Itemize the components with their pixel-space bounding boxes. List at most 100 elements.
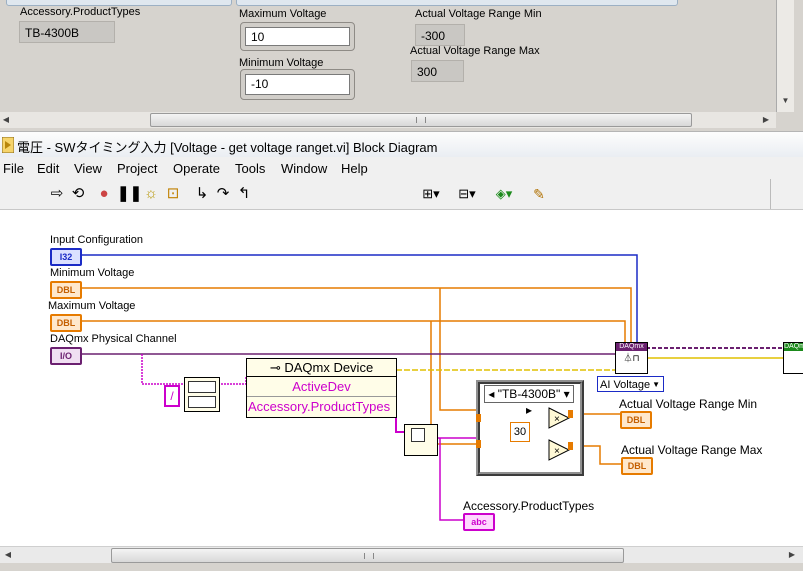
cleanup-diagram-icon[interactable]: ✎ bbox=[533, 186, 545, 202]
menu-window[interactable]: Window bbox=[281, 161, 328, 176]
menu-file[interactable]: File bbox=[3, 161, 24, 176]
wires-layer bbox=[82, 254, 783, 521]
property-accessory-product-types[interactable]: Accessory.ProductTypes bbox=[248, 399, 391, 414]
scroll-right-arrow-icon[interactable]: ▶ bbox=[762, 115, 770, 124]
range-min-terminal[interactable]: DBL bbox=[620, 411, 652, 429]
property-active-dev[interactable]: ActiveDev bbox=[247, 377, 396, 397]
min-voltage-terminal[interactable]: DBL bbox=[50, 281, 82, 299]
daqmx-vi-label: DAQmx bbox=[616, 343, 647, 351]
panel-decoration bbox=[6, 0, 232, 6]
front-panel-horizontal-scrollbar[interactable]: ◀ ▶ bbox=[0, 112, 776, 128]
scroll-left-arrow-icon[interactable]: ◀ bbox=[2, 115, 10, 124]
max-voltage-control[interactable]: 10 bbox=[240, 22, 355, 51]
input-config-terminal[interactable]: I32 bbox=[50, 248, 82, 266]
reorder-icon[interactable]: ◈▾ bbox=[495, 186, 513, 201]
range-min-label: Actual Voltage Range Min bbox=[415, 8, 542, 20]
labview-app-icon bbox=[2, 137, 14, 153]
menu-tools[interactable]: Tools bbox=[235, 161, 266, 176]
property-node-header: ⊸ DAQmx Device bbox=[247, 359, 396, 377]
step-into-icon[interactable]: ↳ bbox=[195, 185, 209, 202]
case-prev-icon[interactable]: ◂ bbox=[488, 387, 495, 401]
case-dropdown-icon[interactable]: ▾ bbox=[563, 387, 570, 401]
menu-edit[interactable]: Edit bbox=[37, 161, 60, 176]
accessory-indicator: TB-4300B bbox=[19, 21, 115, 43]
case-selector[interactable]: ◂ "TB-4300B" ▾ ▸ bbox=[484, 385, 574, 417]
multiply-symbol: × bbox=[554, 414, 560, 425]
case-structure[interactable]: ◂ "TB-4300B" ▾ ▸ 30 × × bbox=[476, 380, 584, 476]
range-max-indicator: 300 bbox=[411, 60, 464, 82]
property-node-title: DAQmx Device bbox=[284, 360, 374, 375]
retain-wire-values-icon[interactable]: ⊡ bbox=[166, 185, 180, 202]
menu-bar: File Edit View Project Operate Tools Win… bbox=[0, 157, 803, 179]
wire-input-config bbox=[82, 254, 638, 345]
max-voltage-label: Maximum Voltage bbox=[239, 8, 327, 20]
diagram-scroll-thumb[interactable] bbox=[111, 548, 624, 563]
diagram-horizontal-scrollbar[interactable]: ◀ ▶ bbox=[0, 546, 803, 564]
max-voltage-diagram-label: Maximum Voltage bbox=[48, 300, 136, 312]
min-voltage-control[interactable]: -10 bbox=[240, 69, 355, 100]
window-bottom-edge bbox=[0, 563, 803, 571]
constant-30[interactable]: 30 bbox=[510, 422, 530, 442]
range-max-terminal[interactable]: DBL bbox=[621, 457, 653, 475]
grip-icon bbox=[364, 553, 374, 559]
case-selector-value: "TB-4300B" bbox=[497, 387, 561, 401]
menu-operate[interactable]: Operate bbox=[173, 161, 220, 176]
channel-symbol-icon: ⏃⊓ bbox=[623, 353, 640, 363]
highlight-execution-icon[interactable]: ☼ bbox=[144, 185, 158, 202]
block-diagram-canvas: Input Configuration I32 Minimum Voltage … bbox=[0, 210, 803, 546]
context-help-area bbox=[770, 179, 803, 209]
multiply-symbol: × bbox=[554, 446, 560, 457]
chevron-down-icon: ▼ bbox=[652, 380, 660, 389]
accessory-label: Accessory.ProductTypes bbox=[20, 6, 141, 18]
min-voltage-label: Minimum Voltage bbox=[239, 57, 324, 69]
panel-decoration bbox=[236, 0, 678, 6]
scroll-right-arrow-icon[interactable]: ▶ bbox=[788, 550, 796, 559]
wire-max-voltage bbox=[82, 320, 626, 345]
index-array-function-icon[interactable] bbox=[404, 424, 438, 456]
daqmx-timing-label: DAQmx bbox=[784, 343, 803, 351]
menu-view[interactable]: View bbox=[74, 161, 102, 176]
multiply-icon[interactable] bbox=[548, 407, 571, 429]
daqmx-create-channel-icon[interactable]: DAQmx ⏃⊓ bbox=[615, 342, 648, 374]
run-continuously-icon[interactable]: ⟲ bbox=[71, 185, 85, 202]
abort-icon[interactable]: ● bbox=[99, 185, 109, 202]
menu-project[interactable]: Project bbox=[117, 161, 158, 176]
wire-to-property bbox=[218, 376, 247, 385]
front-panel-vertical-scrollbar[interactable]: ▼ bbox=[776, 0, 794, 112]
menu-help[interactable]: Help bbox=[341, 161, 368, 176]
channel-label: DAQmx Physical Channel bbox=[50, 333, 177, 345]
front-panel-scroll-thumb[interactable] bbox=[150, 113, 692, 127]
pause-icon[interactable]: ❚❚ bbox=[117, 185, 143, 202]
daqmx-timing-icon[interactable]: DAQmx bbox=[783, 342, 803, 374]
min-voltage-diagram-label: Minimum Voltage bbox=[50, 267, 135, 279]
align-objects-icon[interactable]: ⊞▾ bbox=[422, 186, 440, 201]
wire-min-voltage bbox=[82, 287, 632, 345]
tunnel-icon bbox=[568, 442, 573, 450]
ai-voltage-selector[interactable]: AI Voltage ▼ bbox=[597, 376, 664, 392]
max-voltage-terminal[interactable]: DBL bbox=[50, 314, 82, 332]
block-diagram-title-bar[interactable]: 電圧 - SWタイミング入力 [Voltage - get voltage ra… bbox=[0, 131, 803, 158]
tunnel-icon bbox=[568, 410, 573, 418]
slash-string-constant[interactable]: / bbox=[164, 385, 180, 407]
step-out-icon[interactable]: ↰ bbox=[237, 185, 251, 202]
max-voltage-field[interactable]: 10 bbox=[245, 27, 350, 46]
range-max-diagram-label: Actual Voltage Range Max bbox=[621, 443, 763, 457]
daqmx-device-property-node[interactable]: ⊸ DAQmx Device ActiveDev Accessory.Produ… bbox=[246, 358, 397, 418]
step-over-icon[interactable]: ↷ bbox=[216, 185, 230, 202]
ai-voltage-value: AI Voltage bbox=[600, 379, 651, 391]
input-config-label: Input Configuration bbox=[50, 234, 143, 246]
run-arrow-icon[interactable]: ⇨ bbox=[50, 185, 64, 202]
distribute-objects-icon[interactable]: ⊟▾ bbox=[458, 186, 476, 201]
multiply-icon[interactable] bbox=[548, 439, 571, 461]
accessory-out-terminal[interactable]: abc bbox=[463, 513, 495, 531]
min-voltage-field[interactable]: -10 bbox=[245, 74, 350, 95]
scroll-down-arrow-icon[interactable]: ▼ bbox=[781, 96, 790, 105]
case-next-icon[interactable]: ▸ bbox=[525, 403, 533, 417]
channel-terminal[interactable]: I/O bbox=[50, 347, 82, 365]
string-subset-function-icon[interactable] bbox=[184, 377, 220, 412]
wire-channel-string bbox=[141, 354, 184, 385]
range-max-label: Actual Voltage Range Max bbox=[410, 45, 540, 57]
accessory-out-label: Accessory.ProductTypes bbox=[463, 499, 595, 513]
scroll-left-arrow-icon[interactable]: ◀ bbox=[4, 550, 12, 559]
tunnel-icon bbox=[476, 414, 481, 422]
